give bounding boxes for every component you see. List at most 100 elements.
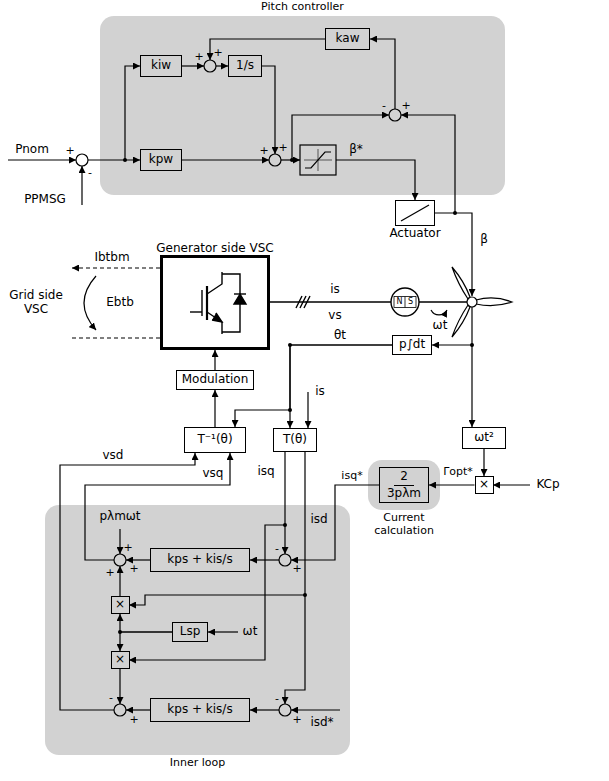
igbt-symbol xyxy=(206,286,208,320)
signal-wire xyxy=(291,485,379,560)
block-label: kpw xyxy=(149,153,173,167)
signal-wire xyxy=(210,39,325,60)
signal-label: isq xyxy=(257,465,274,479)
signal-wire xyxy=(119,566,120,596)
signal-connector xyxy=(235,345,392,427)
signal-label: PPMSG xyxy=(24,193,66,207)
pmsg-symbol xyxy=(391,288,419,316)
block-label: kps + kis/s xyxy=(167,553,232,567)
junction-dot xyxy=(118,158,474,634)
signal-wire xyxy=(471,307,472,427)
block-box: Generator side VSC xyxy=(160,255,270,350)
signal-wire xyxy=(432,344,472,345)
signal-wire xyxy=(182,65,204,66)
junction-dot xyxy=(470,343,474,347)
sign-label: + xyxy=(292,714,301,727)
block-label: × xyxy=(479,478,489,492)
signal-label: is xyxy=(330,283,340,297)
igbt-symbol xyxy=(190,272,246,334)
igbt-symbol xyxy=(207,312,222,334)
block-box: 1/s xyxy=(228,55,262,77)
signal-connector xyxy=(290,345,392,428)
saturation-symbol xyxy=(304,149,332,171)
sign-label: + xyxy=(129,714,138,727)
block-heading: Current calculation xyxy=(368,512,440,537)
signal-label: Pnom xyxy=(15,143,49,157)
pmsg-symbol xyxy=(391,288,419,316)
signal-wire xyxy=(125,66,140,160)
saturation-symbol xyxy=(300,145,336,175)
actuator-symbol xyxy=(401,205,429,221)
power-wire xyxy=(419,301,467,302)
sign-label: isq* xyxy=(341,470,362,483)
signal-connector xyxy=(214,390,215,427)
igbt-symbol xyxy=(212,313,222,322)
block-label: 2 xyxy=(394,470,414,486)
block-label: kiw xyxy=(151,59,171,73)
igbt-symbol xyxy=(234,294,246,304)
signal-wire xyxy=(401,115,455,213)
signal-wire xyxy=(88,159,140,160)
block-box: × xyxy=(111,651,130,669)
block-label: p∫dt xyxy=(399,338,425,352)
signal-wire xyxy=(84,276,96,330)
block-box: kiw xyxy=(140,55,182,77)
summing-junction xyxy=(269,154,281,166)
block-box: 23pλm xyxy=(379,467,429,503)
block-label: Lsp xyxy=(180,625,201,639)
sign-label: + xyxy=(129,563,138,576)
turbine-rotor xyxy=(452,305,470,337)
junction-dot xyxy=(453,211,457,215)
summing-junction xyxy=(279,704,291,716)
turbine-rotor xyxy=(452,267,470,299)
signal-wire xyxy=(291,709,340,710)
sign-label: - xyxy=(382,100,386,113)
block-label: 3pλm xyxy=(385,486,423,501)
signal-wire xyxy=(250,709,279,710)
signal-wire xyxy=(292,115,389,160)
sign-label: + xyxy=(194,51,203,64)
block-label: Modulation xyxy=(182,373,249,387)
summing-junction xyxy=(76,154,88,166)
block-box: × xyxy=(475,476,494,494)
signal-connector xyxy=(483,449,484,476)
signal-wire xyxy=(85,453,230,560)
summing-junction xyxy=(204,60,216,72)
sign-label: - xyxy=(109,692,113,705)
block-label: kps + kis/s xyxy=(167,703,232,717)
signal-label: S xyxy=(408,297,413,306)
summing-junction xyxy=(279,554,291,566)
signal-label: isd* xyxy=(310,716,333,730)
sign-label: + xyxy=(105,567,114,580)
block-heading: Generator side VSC xyxy=(156,242,273,256)
power-wire xyxy=(270,296,467,308)
signal-label: θt xyxy=(334,329,346,343)
pmsg-symbol xyxy=(394,297,416,308)
igbt-symbol xyxy=(201,290,202,316)
signal-wire xyxy=(262,66,275,154)
sign-label: Γopt* xyxy=(443,466,473,479)
block-box: kps + kis/s xyxy=(150,548,250,572)
block-heading: Inner loop xyxy=(170,757,225,770)
igbt-symbol xyxy=(222,304,240,332)
signal-wire xyxy=(119,669,120,704)
sign-label: + xyxy=(213,47,222,60)
junction-dot xyxy=(123,158,127,162)
signal-wire xyxy=(493,484,530,485)
sign-label: + xyxy=(292,563,301,576)
sign-label: + xyxy=(123,542,132,555)
signal-wire xyxy=(81,166,82,205)
block-label: T(θ) xyxy=(283,433,307,447)
turbine-rotor xyxy=(467,297,477,307)
summing-junction xyxy=(389,109,401,121)
block-box: T(θ) xyxy=(273,428,317,452)
signal-label: ωt xyxy=(243,625,258,639)
signal-label: vsd xyxy=(103,449,124,463)
signal-label: vs xyxy=(328,309,341,323)
signal-connector xyxy=(429,484,475,485)
block-box: p∫dt xyxy=(392,335,432,355)
signal-label: vsq xyxy=(203,467,224,481)
turbine-rotor xyxy=(476,298,512,306)
actuator-symbol xyxy=(401,205,429,221)
